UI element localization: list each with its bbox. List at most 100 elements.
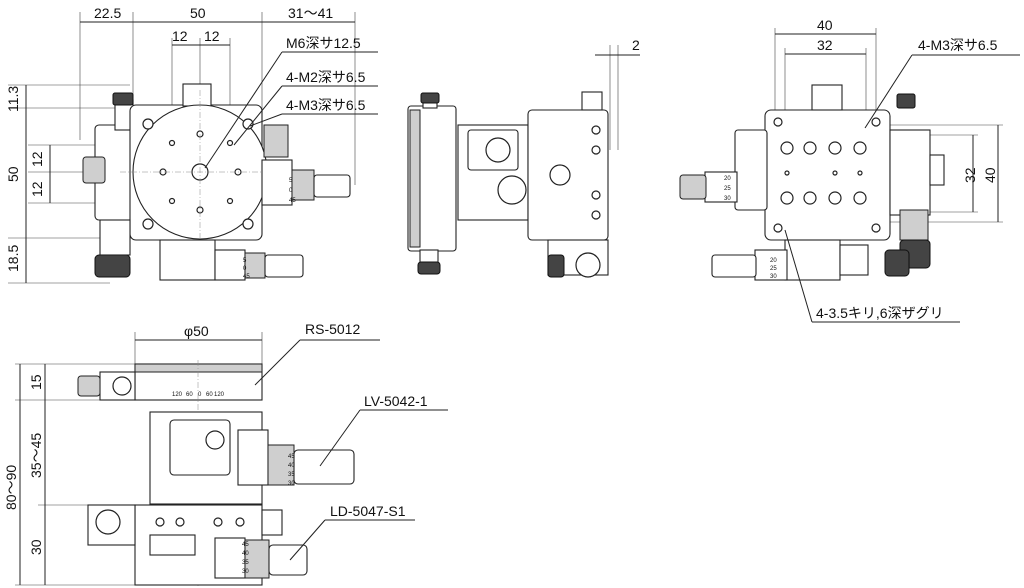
top-knob (112, 92, 134, 106)
corner-hole (242, 118, 254, 130)
bottom-micro-x-2: 30 (770, 274, 777, 280)
bottom-left-micro-knob (679, 174, 707, 200)
front-xy-bolt (155, 517, 165, 527)
mid-micro-2: 35 (288, 472, 295, 478)
table-hole (168, 139, 176, 147)
dim-bottom-40: 40 (817, 17, 833, 33)
dial-tick-4: 120 (214, 392, 225, 398)
callout-lv5042: LV-5042-1 (364, 393, 428, 409)
side-hole-large (497, 175, 527, 205)
dim-bottom-v40: 40 (982, 167, 998, 183)
bottom-lower-block (839, 244, 869, 276)
side-bolt (591, 190, 601, 200)
mid-micro-1: 40 (288, 463, 295, 469)
dim-front-80-90: 80～90 (3, 465, 19, 510)
corner-hole (142, 118, 154, 130)
dim-top-12a: 12 (172, 28, 188, 44)
y-micrometer-body (214, 249, 246, 281)
clamp-block (182, 83, 212, 107)
corner-hole (242, 218, 254, 230)
front-xy-clamp (149, 534, 196, 556)
dial-tick-2: 0 (198, 392, 202, 398)
y-stage-bottom (159, 239, 216, 281)
front-vertical-hole (205, 430, 225, 450)
mid-micro-3: 30 (288, 481, 295, 487)
dim-top-31-41: 31～41 (288, 5, 333, 21)
dial-tick-0: 120 (172, 392, 183, 398)
front-xy-bolt (175, 517, 185, 527)
dim-bottom-32: 32 (817, 37, 833, 53)
bottom-micro-x-0: 20 (770, 258, 777, 264)
low-micro-0: 45 (242, 542, 249, 548)
bottom-lower-knob (884, 249, 910, 277)
side-base-knob (547, 254, 565, 278)
bottom-left-micro-body (704, 171, 738, 203)
bottom-view: 40 32 32 40 20 25 30 20 25 30 (679, 17, 1020, 323)
corner-hole (142, 218, 154, 230)
side-base-hole (575, 252, 601, 278)
bottom-right-carriage (889, 129, 931, 216)
front-xy-bolt (235, 517, 245, 527)
callout-bottom-m3: 4-M3深サ6.5 (918, 37, 998, 53)
side-dial-scale (409, 109, 421, 248)
bottom-right-thimble (899, 209, 929, 241)
bottom-micro-x-1: 25 (770, 266, 777, 272)
callout-m2: 4-M2深サ6.5 (286, 69, 366, 85)
bottom-top-knob (896, 93, 916, 109)
side-top-knob (420, 92, 440, 104)
x-micro-mark-1: 0 (289, 188, 293, 194)
side-bolt (591, 145, 601, 155)
front-view: φ50 15 35～45 80～90 30 120 60 0 60 120 45… (3, 321, 448, 588)
bottom-lower-body (784, 239, 841, 281)
table-hole (226, 139, 234, 147)
side-hole (485, 137, 511, 163)
bottom-micro-y-2: 30 (724, 196, 731, 202)
callout-rs5012: RS-5012 (305, 321, 360, 337)
lock-knob (94, 254, 131, 278)
y-micro-mark-2: 45 (243, 274, 250, 280)
callout-bottom-counterbore: 4-3.5キリ,6深ザグリ (816, 305, 944, 321)
y-micro-mark-0: 5 (243, 258, 247, 264)
dim-front-15: 15 (28, 374, 44, 390)
callout-m6: M6深サ12.5 (286, 35, 361, 51)
front-xy-right-knob (261, 509, 283, 536)
dim-top-18-5: 18.5 (5, 245, 21, 272)
low-micro-1: 40 (242, 551, 249, 557)
dial-tick-3: 60 (206, 392, 213, 398)
front-low-micro-knob (268, 544, 308, 576)
y-micrometer-knob (264, 254, 304, 278)
dim-top-v12b: 12 (29, 181, 45, 197)
x-micrometer-knob (313, 174, 351, 198)
table-hole (168, 197, 176, 205)
front-xy-left-hole (95, 509, 121, 535)
dim-top-22-5: 22.5 (94, 5, 121, 21)
right-clamp (263, 124, 289, 158)
front-low-micro-body (214, 537, 246, 579)
bottom-micro-y-1: 25 (724, 186, 731, 192)
x-micrometer-body (261, 159, 293, 206)
front-rotary-scale (134, 363, 263, 373)
dim-front-phi50: φ50 (184, 323, 209, 339)
side-bolt (591, 125, 601, 135)
callout-m3: 4-M3深サ6.5 (286, 97, 366, 113)
top-view: 22.5 50 31～41 12 12 11.3 50 12 12 18.5 (5, 5, 378, 284)
side-bottom-knob (417, 261, 441, 275)
left-knob (82, 156, 106, 184)
dim-top-v12a: 12 (29, 151, 45, 167)
low-micro-2: 35 (242, 560, 249, 566)
dial-tick-1: 60 (186, 392, 193, 398)
side-screw (549, 164, 571, 186)
x-micrometer-thimble (291, 169, 315, 201)
bottom-right-lever (929, 154, 945, 186)
bottom-left-carriage (734, 129, 768, 211)
dim-front-35-45: 35～45 (28, 433, 44, 478)
front-mid-micro-thimble (267, 444, 295, 486)
dim-bottom-v32: 32 (962, 167, 978, 183)
dim-top-v50: 50 (5, 166, 21, 182)
y-micro-mark-1: 0 (243, 266, 247, 272)
dim-front-30: 30 (28, 539, 44, 555)
front-mid-micro-knob (293, 449, 355, 485)
front-rotary-lock-hole (112, 376, 132, 396)
dim-top-12b: 12 (204, 28, 220, 44)
